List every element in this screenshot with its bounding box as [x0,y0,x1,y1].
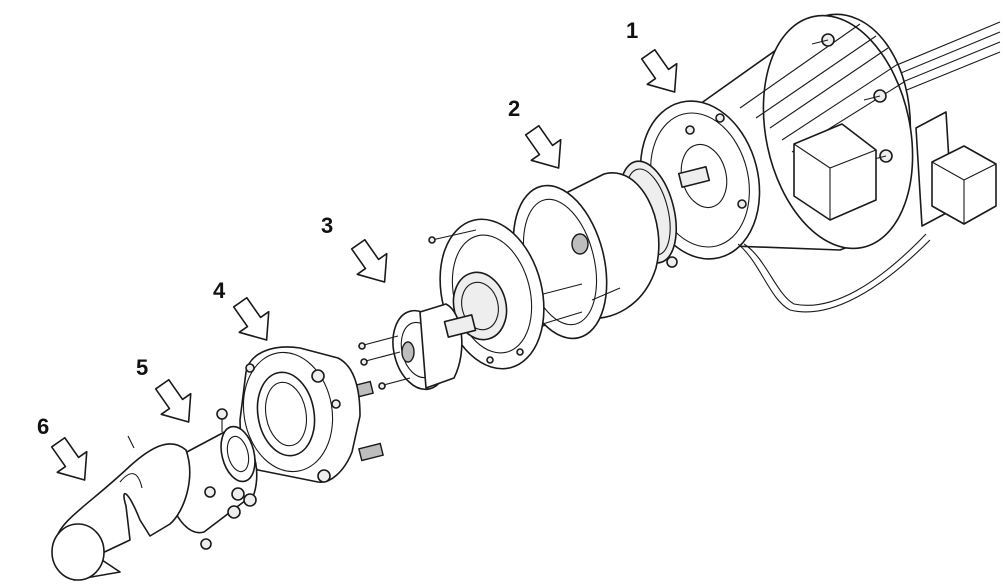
discharge-chute-part [51,435,191,581]
motor-rear-bolts [811,33,893,163]
callout-arrow-6 [50,436,88,481]
nozzle-body-part [167,408,258,550]
rotor-hub-part [348,303,477,400]
callout-arrow-1 [640,48,678,93]
callout-label-6: 6 [37,414,50,439]
callout-label-1: 1 [626,18,639,43]
callout-arrow-5 [154,378,192,423]
callout-label-5: 5 [136,355,149,380]
junction-box [915,111,997,227]
callout-arrow-3 [350,238,388,283]
end-plate-part [239,346,384,483]
callout-label-4: 4 [213,278,226,303]
motor-part [639,13,1001,313]
terminal-box [793,123,877,221]
motor-cables [879,21,1001,97]
callout-arrow-2 [524,124,562,169]
callout-arrow-4 [232,296,270,341]
nozzle-fittings [200,486,257,550]
callout-label-2: 2 [508,96,521,121]
callout-label-3: 3 [321,213,334,238]
